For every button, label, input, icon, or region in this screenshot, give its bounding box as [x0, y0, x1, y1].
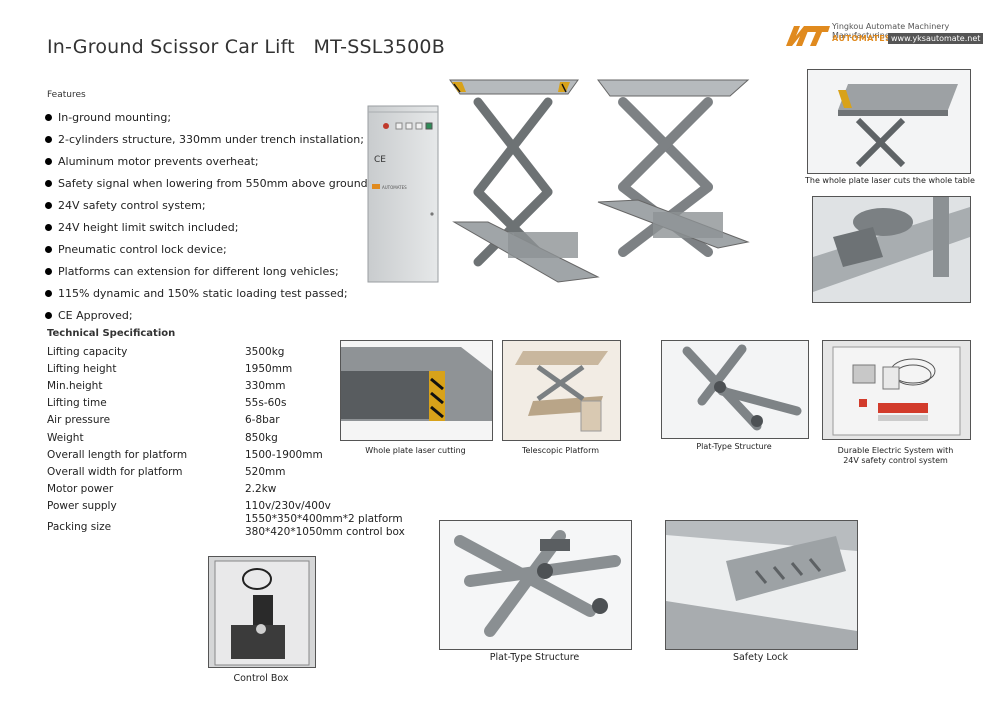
bullet-icon [45, 135, 52, 143]
spec-label: Overall width for platform [47, 466, 183, 478]
spec-value: 330mm [245, 380, 286, 392]
feature-text: 2-cylinders structure, 330mm under trenc… [58, 132, 364, 146]
electric-system-photo [822, 340, 971, 440]
feature-item: Platforms can extension for different lo… [42, 260, 371, 282]
spec-label: Min.height [47, 380, 103, 392]
spec-label: Weight [47, 432, 84, 444]
spec-value: 3500kg [245, 346, 285, 358]
spec-value: 380*420*1050mm control box [245, 526, 405, 538]
feature-text: CE Approved; [58, 308, 133, 322]
laser-cut-table-photo [807, 69, 971, 174]
feature-item: Pneumatic control lock device; [42, 238, 371, 260]
feature-item: Safety signal when lowering from 550mm a… [42, 172, 371, 194]
caption-plat-type-small: Plat-Type Structure [696, 442, 772, 451]
feature-item: 24V safety control system; [42, 194, 371, 216]
features-heading: Features [47, 90, 86, 100]
feature-text: 24V height limit switch included; [58, 220, 239, 234]
feature-item: 115% dynamic and 150% static loading tes… [42, 282, 371, 304]
control-cabinet-image: CE AUTOMATES [366, 104, 442, 284]
feature-text: Aluminum motor prevents overheat; [58, 154, 259, 168]
bullet-icon [45, 311, 52, 319]
features-list: In-ground mounting; 2-cylinders structur… [42, 106, 371, 326]
feature-item: In-ground mounting; [42, 106, 371, 128]
caption-laser-whole-table: The whole plate laser cuts the whole tab… [805, 176, 975, 185]
spec-label: Air pressure [47, 414, 111, 426]
caption-telescopic: Telescopic Platform [521, 446, 600, 455]
spec-value: 1500-1900mm [245, 449, 323, 461]
caption-electric-line2: 24V safety control system [843, 456, 948, 465]
control-box-interior-photo [208, 556, 316, 668]
scissor-lift-main-image [448, 72, 768, 290]
spec-value: 1550*350*400mm*2 platform [245, 513, 403, 525]
spec-value: 55s-60s [245, 397, 287, 409]
plat-type-structure-large-photo [439, 520, 632, 650]
bullet-icon [45, 113, 52, 121]
feature-text: Safety signal when lowering from 550mm a… [58, 176, 372, 190]
feature-item: Aluminum motor prevents overheat; [42, 150, 371, 172]
spec-label: Lifting capacity [47, 346, 128, 358]
spec-value: 2.2kw [245, 483, 277, 495]
brand-wordmark: AUTOMATES [832, 34, 892, 43]
caption-safety-lock: Safety Lock [732, 652, 789, 663]
spec-label: Lifting height [47, 363, 117, 375]
feature-text: 24V safety control system; [58, 198, 206, 212]
spec-label: Motor power [47, 483, 114, 495]
caption-laser-cutting: Whole plate laser cutting [365, 446, 466, 455]
caption-plat-type-large: Plat-Type Structure [489, 652, 580, 663]
feature-text: Platforms can extension for different lo… [58, 264, 339, 278]
bullet-icon [45, 201, 52, 209]
bullet-icon [45, 223, 52, 231]
spec-label: Packing size [47, 521, 112, 533]
bullet-icon [45, 157, 52, 165]
brand-logo [786, 24, 830, 46]
bullet-icon [45, 179, 52, 187]
spec-value: 1950mm [245, 363, 293, 375]
tech-spec-heading: Technical Specification [47, 328, 176, 339]
caption-electric-line1: Durable Electric System with [837, 446, 954, 455]
cabinet-brand-label: AUTOMATES [382, 185, 407, 190]
feature-item: CE Approved; [42, 304, 371, 326]
spec-label: Power supply [47, 500, 117, 512]
feature-text: 115% dynamic and 150% static loading tes… [58, 286, 348, 300]
bullet-icon [45, 289, 52, 297]
safety-lock-photo [665, 520, 858, 650]
spec-value: 520mm [245, 466, 286, 478]
caption-electric-system: Durable Electric System with 24V safety … [822, 446, 969, 466]
spec-label: Lifting time [47, 397, 107, 409]
caption-control-box: Control Box [233, 673, 289, 684]
plat-type-structure-small-photo [661, 340, 809, 439]
spec-label: Overall length for platform [47, 449, 188, 461]
telescopic-platform-photo [502, 340, 621, 441]
laser-cutting-photo [340, 340, 493, 441]
ce-mark: CE [374, 155, 386, 165]
feature-item: 2-cylinders structure, 330mm under trenc… [42, 128, 371, 150]
brand-company-name: Yingkou Automate Machinery Manufacturing [832, 22, 950, 40]
spec-value: 110v/230v/400v [245, 500, 331, 512]
spec-value: 850kg [245, 432, 278, 444]
bullet-icon [45, 245, 52, 253]
feature-item: 24V height limit switch included; [42, 216, 371, 238]
feature-text: Pneumatic control lock device; [58, 242, 227, 256]
feature-text: In-ground mounting; [58, 110, 172, 124]
base-detail-photo [812, 196, 971, 303]
bullet-icon [45, 267, 52, 275]
brand-url: www.yksautomate.net [888, 33, 984, 44]
spec-value: 6-8bar [245, 414, 280, 426]
page-title: In-Ground Scissor Car Lift MT-SSL3500B [47, 36, 445, 58]
